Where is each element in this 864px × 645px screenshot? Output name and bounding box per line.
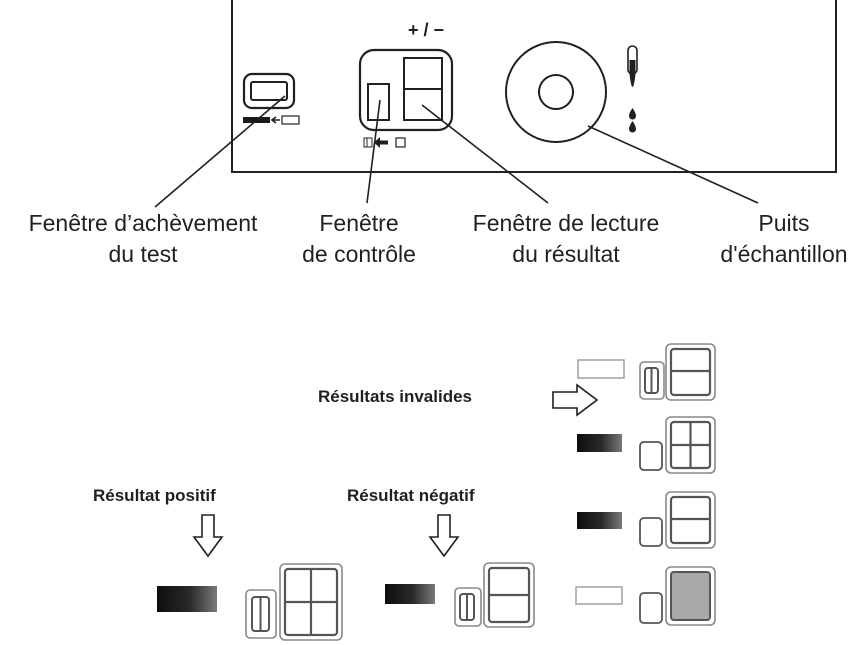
control-window-label-line2: de contrôle: [302, 241, 416, 267]
right-arrow-icon: [552, 383, 599, 417]
invalid-result-example-4: [575, 566, 716, 626]
completion-window-label-line2: du test: [108, 241, 178, 267]
invalid-result-example-1: [577, 343, 716, 401]
control-window-label-line1: Fenêtre: [319, 210, 398, 236]
sign-label: + / −: [408, 20, 444, 40]
result-window-label-line2: du résultat: [512, 241, 620, 267]
down-arrow-icon-positive: [192, 514, 224, 558]
completion-indicator-empty: [577, 359, 625, 379]
negative-result-title: Résultat négatif: [347, 486, 475, 505]
result-window-label-line1: Fenêtre de lecture: [473, 210, 660, 236]
completion-indicator-filled: [385, 584, 435, 604]
device-outline: [231, 0, 837, 173]
invalid-result-example-3: [577, 491, 716, 549]
control-window-empty: [639, 517, 663, 547]
completion-indicator-filled: [577, 512, 622, 529]
sample-well-label-line2: d'échantillon: [720, 241, 847, 267]
sample-well-label-line1: Puits: [758, 210, 809, 236]
completion-window-key-icon: [243, 115, 300, 125]
leader-lines: [154, 95, 759, 208]
completion-window: [242, 72, 296, 110]
completion-indicator-filled: [157, 586, 217, 612]
negative-result-example: [385, 562, 535, 628]
test-device: + / −: [29, 0, 848, 267]
completion-indicator-empty: [575, 586, 623, 605]
dropper-icon: [627, 45, 638, 133]
control-window-empty: [639, 592, 663, 624]
control-window-empty: [639, 441, 663, 471]
down-arrow-icon-negative: [428, 514, 460, 558]
control-window-key-icon: [363, 137, 406, 148]
positive-result-example: [157, 563, 343, 641]
completion-window-label-line1: Fenêtre d’achèvement: [29, 210, 258, 236]
sample-well: [505, 41, 607, 143]
invalid-result-example-2: [577, 416, 716, 474]
completion-indicator-filled: [577, 434, 622, 452]
result-window-housing: [358, 48, 454, 132]
invalid-results-title: Résultats invalides: [318, 387, 472, 406]
positive-result-title: Résultat positif: [93, 486, 216, 505]
